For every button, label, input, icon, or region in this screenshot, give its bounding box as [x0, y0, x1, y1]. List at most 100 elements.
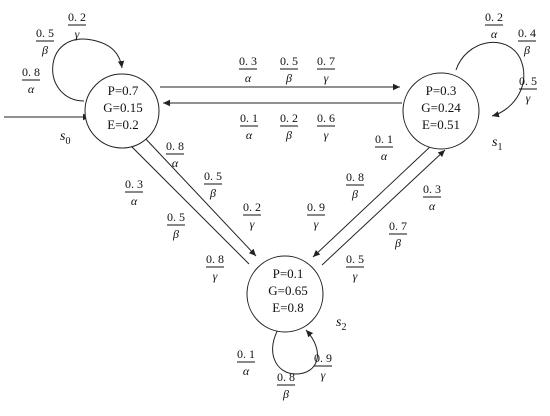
edge-s2-to-s0	[125, 140, 250, 265]
state-s0: P=0.7 G=0.15 E=0.2 s0	[60, 73, 160, 149]
edge-label-s0-self-1: 0. 5β	[36, 26, 54, 57]
edge-label-s1-to-s0-1: 0. 2β	[280, 111, 298, 142]
edge-label-s1-self-2: 0. 5 γ	[519, 74, 537, 105]
fraction-denominator: β	[282, 387, 289, 401]
fraction-denominator: β	[285, 71, 292, 85]
state-s1-label: s1	[492, 135, 502, 153]
fraction-numerator: 0. 8	[346, 170, 364, 184]
self-loop-s0	[52, 38, 125, 102]
fraction-denominator: α	[381, 149, 388, 163]
fraction-numerator: 0. 6	[317, 111, 335, 125]
fraction-numerator: 0. 7	[389, 219, 407, 233]
state-s2-line-p: P=0.1	[273, 266, 304, 281]
fraction-denominator: γ	[314, 217, 319, 231]
edge-label-s2-self-0: 0. 1 α	[237, 347, 255, 378]
fraction-denominator: γ	[321, 368, 326, 382]
fraction-numerator: 0. 5	[204, 169, 222, 183]
edge-label-s0-to-s1-0: 0. 3 α	[239, 54, 257, 85]
state-s2-circle	[246, 255, 324, 333]
state-s2-line-e: E=0.8	[272, 300, 304, 315]
edge-s1-to-s2	[312, 144, 433, 258]
state-s0-line-p: P=0.7	[108, 83, 139, 98]
fraction-numerator: 0. 8	[166, 139, 184, 153]
edge-label-s0-to-s2-1: 0. 5 β	[204, 169, 222, 200]
fraction-numerator: 0. 3	[125, 177, 143, 191]
fraction-numerator: 0. 2	[243, 200, 261, 214]
edge-label-s0-to-s1-2: 0. 7 γ	[317, 54, 335, 85]
edge-label-s2-self-1: 0. 8 β	[277, 370, 295, 401]
fraction-denominator: β	[285, 128, 292, 142]
state-s1-circle	[402, 72, 480, 150]
fraction-denominator: α	[429, 199, 436, 213]
fraction-denominator: β	[394, 236, 401, 250]
edge-s0-to-s2	[142, 135, 257, 257]
fraction-denominator: γ	[324, 71, 329, 85]
fraction-denominator: β	[41, 43, 48, 57]
fraction-numerator: 0. 5	[346, 252, 364, 266]
fraction-numerator: 0. 5	[519, 74, 537, 88]
fraction-denominator: γ	[250, 217, 255, 231]
fraction-denominator: γ	[213, 269, 218, 283]
fraction-numerator: 0. 7	[317, 54, 335, 68]
state-s1-line-e: E=0.51	[422, 117, 460, 132]
edge-label-s2-to-s0-1: 0. 5β	[167, 210, 185, 241]
fraction-numerator: 0. 9	[307, 200, 325, 214]
fraction-denominator: β	[209, 186, 216, 200]
edge-label-s0-to-s2-0: 0. 8 α	[166, 139, 184, 170]
edge-label-s1-to-s2-2: 0. 9 γ	[307, 200, 325, 231]
fraction-denominator: γ	[75, 27, 80, 41]
state-s0-line-e: E=0.2	[107, 117, 139, 132]
edge-label-s2-to-s1-2: 0. 5γ	[346, 252, 364, 283]
fraction-denominator: α	[131, 194, 138, 208]
fraction-numerator: 0. 4	[518, 26, 536, 40]
fraction-numerator: 0. 8	[22, 65, 40, 79]
edge-label-s2-to-s0-0: 0. 3 α	[125, 177, 143, 208]
edge-label-s1-self-1: 0. 4β	[518, 26, 536, 57]
state-s0-line-g: G=0.15	[103, 100, 142, 115]
fraction-numerator: 0. 5	[167, 210, 185, 224]
edge-label-s0-to-s2-2: 0. 2 γ	[243, 200, 261, 231]
edge-label-s2-to-s1-1: 0. 7 β	[389, 219, 407, 250]
edge-label-s0-self-2: 0. 8 α	[22, 65, 40, 96]
fraction-numerator: 0. 5	[280, 54, 298, 68]
fraction-numerator: 0. 3	[423, 182, 441, 196]
fraction-denominator: α	[491, 27, 498, 41]
edge-label-s0-to-s1-1: 0. 5 β	[280, 54, 298, 85]
fraction-numerator: 0. 8	[277, 370, 295, 384]
fraction-denominator: β	[351, 187, 358, 201]
edge-label-s1-to-s2-0: 0. 1 α	[375, 132, 393, 163]
state-s0-label: s0	[60, 129, 70, 147]
state-s2: P=0.1 G=0.65 E=0.8 s2	[246, 255, 346, 333]
fraction-denominator: α	[246, 128, 253, 142]
edge-label-s2-to-s1-0: 0. 3 α	[423, 182, 441, 213]
fraction-numerator: 0. 1	[240, 111, 258, 125]
edge-label-s1-to-s0-2: 0. 6γ	[317, 111, 335, 142]
self-loop-s1	[455, 41, 525, 118]
fraction-denominator: α	[243, 364, 250, 378]
edge-label-s1-to-s0-0: 0. 1 α	[240, 111, 258, 142]
state-s2-label: s2	[336, 315, 346, 333]
fraction-denominator: α	[28, 82, 35, 96]
edge-label-s1-self-0: 0. 2 α	[485, 10, 503, 41]
fraction-numerator: 0. 3	[239, 54, 257, 68]
fraction-numerator: 0. 8	[206, 252, 224, 266]
state-s0-circle	[84, 73, 160, 149]
fraction-numerator: 0. 2	[485, 10, 503, 24]
edge-label-s1-to-s2-1: 0. 8 β	[346, 170, 364, 201]
fraction-numerator: 0. 1	[237, 347, 255, 361]
self-loop-s2	[272, 325, 318, 375]
state-s2-line-g: G=0.65	[268, 283, 307, 298]
edge-label-s2-to-s0-2: 0. 8 γ	[206, 252, 224, 283]
fraction-denominator: γ	[526, 91, 531, 105]
edge-label-s2-self-2: 0. 9γ	[314, 351, 332, 382]
fraction-denominator: α	[172, 156, 179, 170]
state-s1-line-g: G=0.24	[421, 100, 461, 115]
state-s1-line-p: P=0.3	[426, 83, 457, 98]
fraction-denominator: α	[245, 71, 252, 85]
fraction-numerator: 0. 1	[375, 132, 393, 146]
edge-label-s0-self-0: 0. 2γ	[68, 10, 86, 41]
edge-s2-to-s1	[321, 149, 446, 266]
